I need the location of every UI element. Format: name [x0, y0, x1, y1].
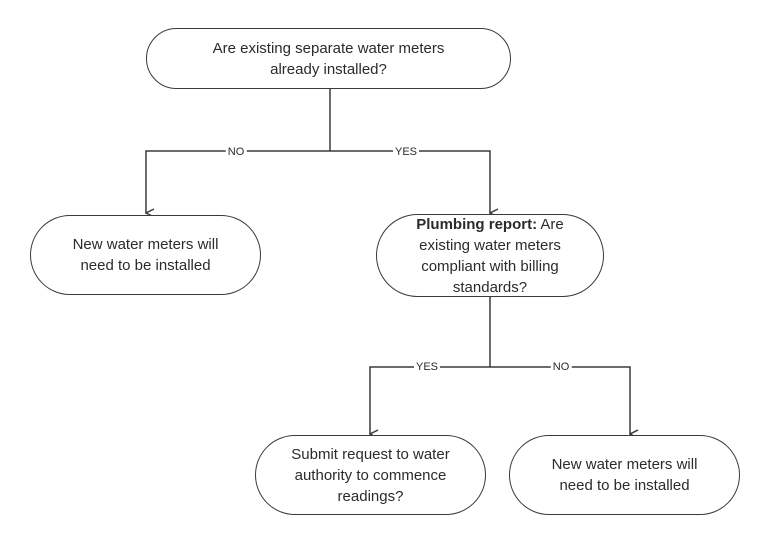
- node-text: New water meters will need to be install…: [551, 456, 698, 494]
- edge-root-yes: [330, 150, 490, 213]
- edge-label-root-no: NO: [225, 146, 247, 158]
- edge-label-root-yes: YES: [392, 146, 420, 158]
- node-text: Are existing water meters compliant with…: [419, 215, 564, 296]
- edge-label-plumbing-no: NO: [550, 361, 572, 373]
- outcome-node-new-meters-right: New water meters will need to be install…: [509, 435, 740, 515]
- action-node-submit-request: Submit request to water authority to com…: [255, 435, 486, 515]
- edge-root-no: [146, 150, 330, 213]
- node-text: Submit request to water authority to com…: [291, 445, 450, 505]
- node-text: Are existing separate water meters alrea…: [212, 39, 445, 78]
- edge-plumbing-yes: [370, 366, 490, 434]
- decision-node-meters-installed: Are existing separate water meters alrea…: [146, 28, 511, 89]
- node-text: New water meters will need to be install…: [72, 236, 219, 274]
- edge-label-plumbing-yes: YES: [413, 361, 441, 373]
- decision-node-plumbing-report: Plumbing report: Are existing water mete…: [376, 214, 604, 297]
- plumbing-report-label: Plumbing report:: [416, 215, 538, 233]
- outcome-node-new-meters-left: New water meters will need to be install…: [30, 215, 261, 295]
- edge-plumbing-no: [490, 366, 630, 434]
